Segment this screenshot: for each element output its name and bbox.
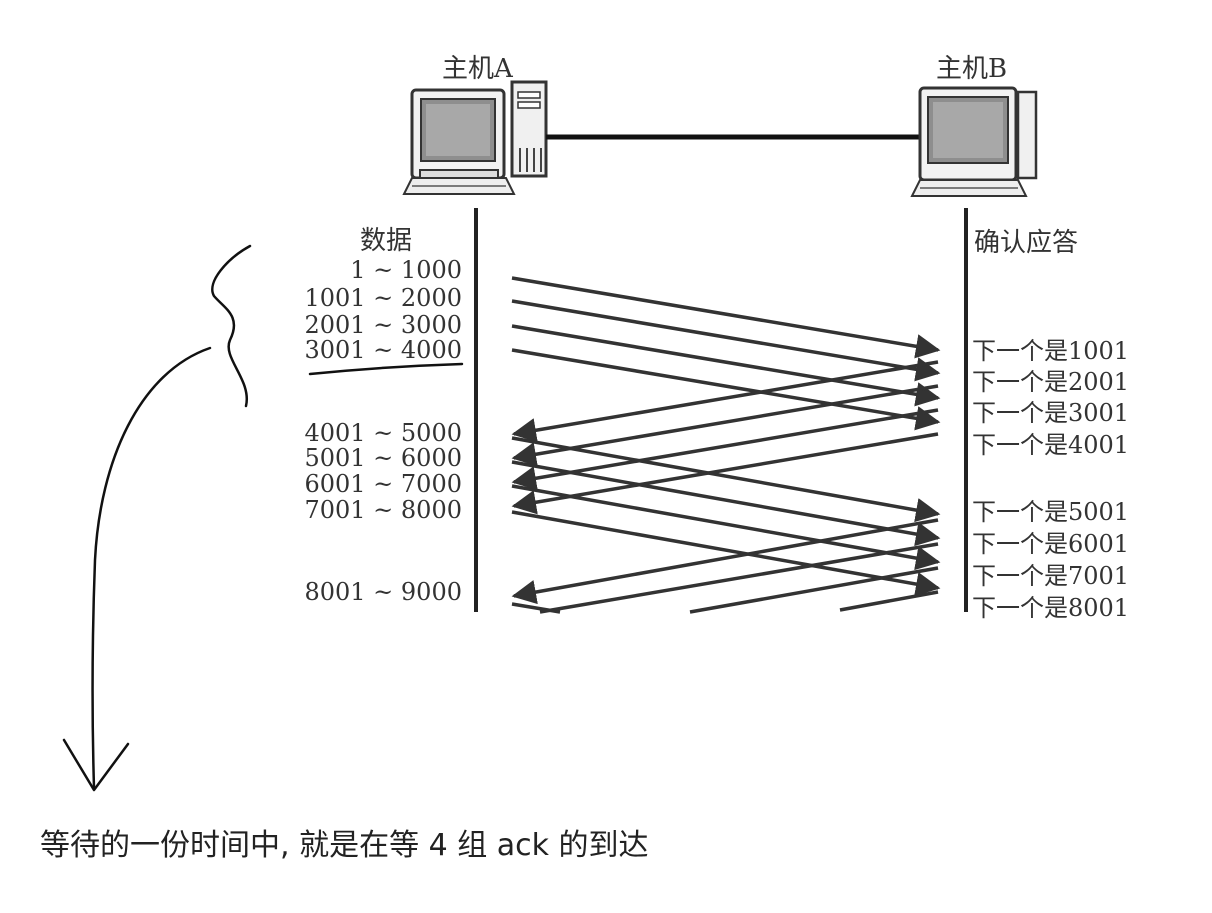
handwritten-caption: 等待的一份时间中, 就是在等 4 组 ack 的到达	[40, 820, 649, 864]
ack-label-7: 下一个是7001	[972, 556, 1129, 591]
host-b-label: 主机B	[936, 48, 1007, 85]
data-column-header: 数据	[360, 220, 412, 257]
segment-label-4: 3001 ~ 4000	[272, 336, 462, 364]
ack-label-1: 下一个是1001	[972, 331, 1129, 366]
host-a-computer-icon	[404, 82, 546, 194]
segment-label-3: 2001 ~ 3000	[272, 311, 462, 339]
handwritten-curve-arrow	[93, 348, 210, 788]
data-arrow-6	[512, 462, 938, 538]
ack-arrow-8	[840, 592, 938, 610]
ack-label-6: 下一个是6001	[972, 524, 1129, 559]
data-arrow-5	[512, 438, 938, 514]
ack-arrow-5	[514, 520, 938, 596]
segment-label-5: 4001 ~ 5000	[272, 419, 462, 447]
segment-label-9: 8001 ~ 9000	[272, 578, 462, 606]
handwritten-brace	[212, 246, 250, 406]
host-b-computer-icon	[912, 88, 1036, 196]
ack-label-8: 下一个是8001	[972, 588, 1129, 623]
ack-column-header: 确认应答	[974, 222, 1078, 259]
ack-label-5: 下一个是5001	[972, 492, 1129, 527]
data-arrow-1	[512, 278, 938, 350]
ack-arrow-7	[690, 568, 938, 612]
ack-label-2: 下一个是2001	[972, 362, 1129, 397]
arrow-head-icon	[64, 740, 128, 790]
segment-label-8: 7001 ~ 8000	[272, 496, 462, 524]
ack-label-3: 下一个是3001	[972, 393, 1129, 428]
segment-label-1: 1 ~ 1000	[272, 256, 462, 284]
ack-label-4: 下一个是4001	[972, 425, 1129, 460]
handwritten-underline	[310, 364, 462, 374]
segment-label-2: 1001 ~ 2000	[272, 284, 462, 312]
segment-label-7: 6001 ~ 7000	[272, 470, 462, 498]
segment-label-6: 5001 ~ 6000	[272, 444, 462, 472]
host-a-label: 主机A	[442, 48, 513, 85]
